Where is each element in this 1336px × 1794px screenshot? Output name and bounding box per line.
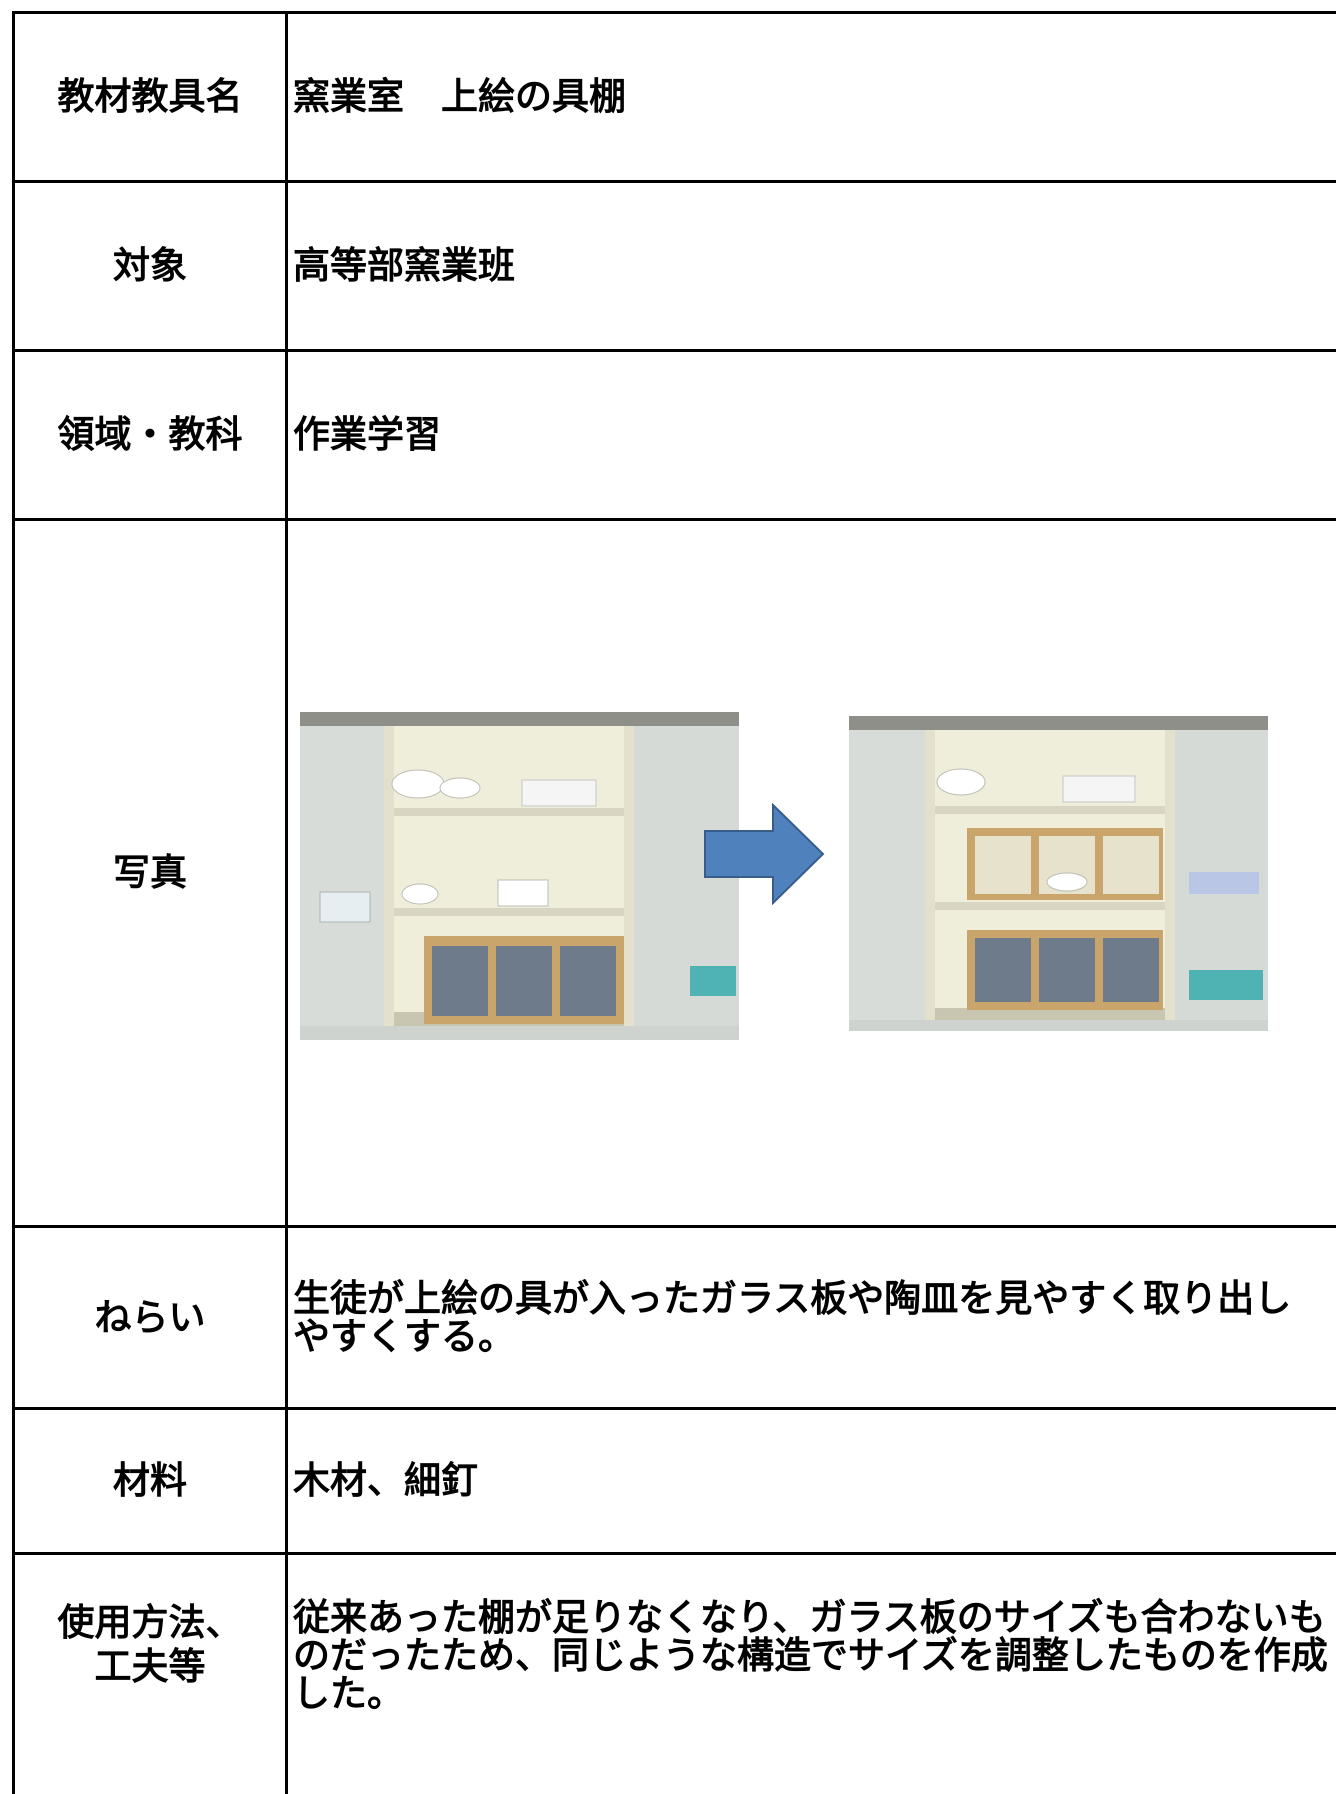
value-field-text: 作業学習 [293,413,441,456]
row-materials: 材料 木材、細釘 [15,1410,1336,1555]
label-usage-line2: 工夫等 [94,1644,206,1688]
row-photo: 写真 [15,521,1336,1228]
value-name: 窯業室 上絵の具棚 [293,14,1336,180]
photo-before-image [300,712,739,1040]
value-target-text: 高等部窯業班 [293,244,515,287]
label-name: 教材教具名 [15,14,288,180]
value-materials-text: 木材、細釘 [293,1459,478,1502]
row-name: 教材教具名 窯業室 上絵の具棚 [15,14,1336,183]
row-usage: 使用方法、 工夫等 従来あった棚が足りなくなり、ガラス板のサイズも合わないものだ… [15,1555,1336,1794]
value-usage: 従来あった棚が足りなくなり、ガラス板のサイズも合わないものだったため、同じような… [293,1555,1336,1794]
photo-after-image [849,716,1268,1031]
label-usage-line1: 使用方法、 [57,1600,243,1644]
value-aim: 生徒が上絵の具が入ったガラス板や陶皿を見やすく取り出しやすくする。 [293,1228,1336,1407]
photo-before [300,712,739,1040]
value-aim-text: 生徒が上絵の具が入ったガラス板や陶皿を見やすく取り出しやすくする。 [293,1276,1292,1358]
right-arrow-icon [704,803,825,905]
label-materials: 材料 [15,1410,288,1552]
row-aim: ねらい 生徒が上絵の具が入ったガラス板や陶皿を見やすく取り出しやすくする。 [15,1228,1336,1410]
label-field: 領域・教科 [15,352,288,518]
info-sheet: 教材教具名 窯業室 上絵の具棚 対象 高等部窯業班 領域・教科 作業学習 写真 [12,11,1336,1794]
row-field: 領域・教科 作業学習 [15,352,1336,521]
label-aim: ねらい [15,1228,288,1407]
row-target: 対象 高等部窯業班 [15,183,1336,352]
value-usage-text: 従来あった棚が足りなくなり、ガラス板のサイズも合わないものだったため、同じような… [293,1596,1328,1715]
value-name-text: 窯業室 上絵の具棚 [293,75,626,118]
photo-after [849,716,1268,1031]
photo-area [293,521,1336,1225]
label-target: 対象 [15,183,288,349]
value-field: 作業学習 [293,352,1336,518]
label-usage: 使用方法、 工夫等 [15,1555,288,1794]
label-photo: 写真 [15,521,288,1225]
value-target: 高等部窯業班 [293,183,1336,349]
value-materials: 木材、細釘 [293,1410,1336,1552]
